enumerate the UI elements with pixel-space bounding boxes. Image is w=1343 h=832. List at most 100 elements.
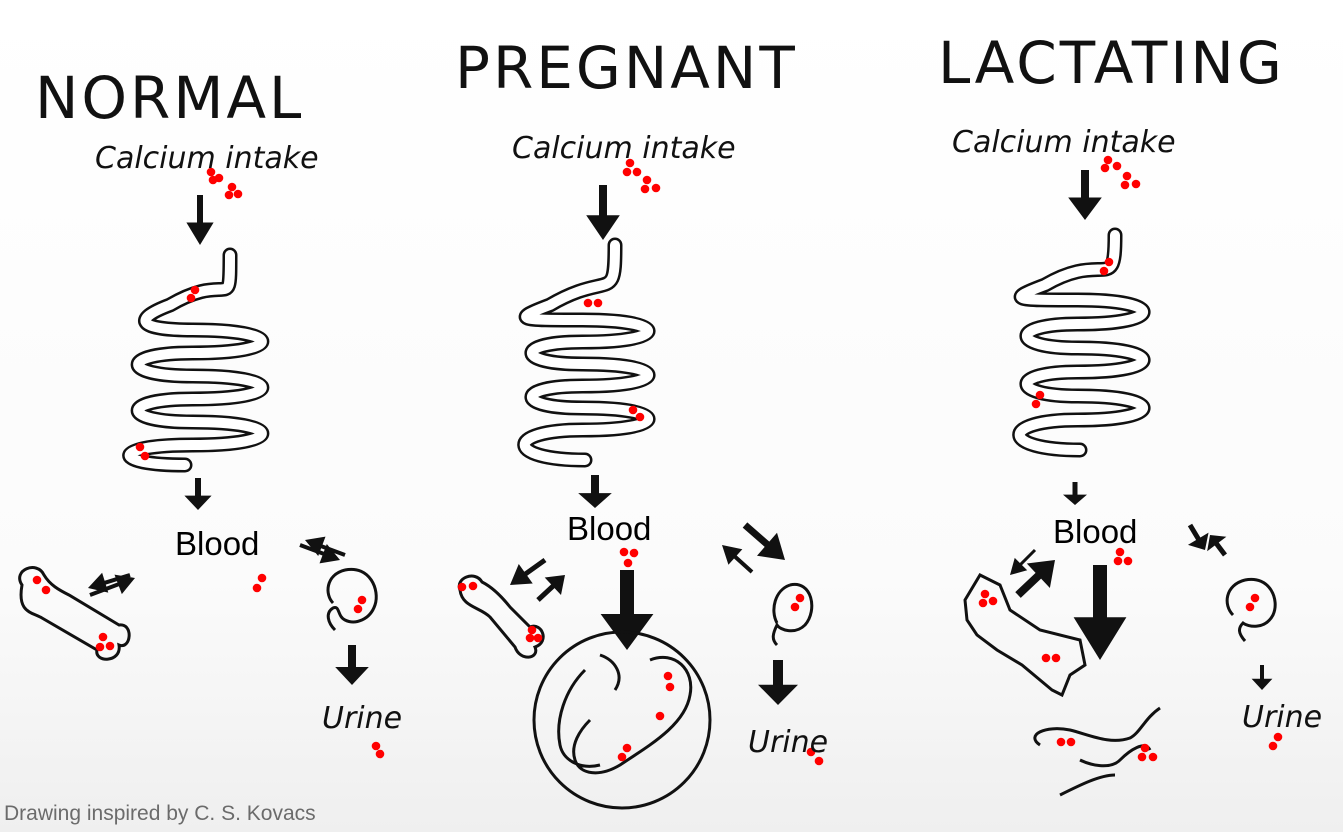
calcium-dot xyxy=(1051,653,1061,663)
calcium-dot xyxy=(625,158,635,168)
calcium-dot xyxy=(140,451,150,461)
organs xyxy=(18,566,1277,810)
calcium-dot xyxy=(371,741,381,751)
calcium-dot xyxy=(795,593,805,603)
calcium-dot xyxy=(206,167,216,177)
calcium-dot xyxy=(1268,741,1278,751)
intake-label-lactating: Calcium intake xyxy=(952,125,1176,160)
arrow-icon xyxy=(1073,565,1127,660)
arrow-icon xyxy=(510,557,547,585)
calcium-dot xyxy=(663,671,673,681)
calcium-dot xyxy=(1123,556,1133,566)
kidney-icon xyxy=(771,583,814,647)
calcium-dot xyxy=(651,183,661,193)
calcium-dot xyxy=(1104,257,1114,267)
arrow-icon xyxy=(586,185,620,240)
calcium-dot xyxy=(1250,593,1260,603)
calcium-dot xyxy=(640,184,650,194)
calcium-dot xyxy=(190,285,200,295)
calcium-dot xyxy=(1115,547,1125,557)
calcium-dot xyxy=(1066,737,1076,747)
intestine-inner xyxy=(1014,230,1148,455)
urine-label-pregnant: Urine xyxy=(748,725,828,760)
calcium-dot xyxy=(980,589,990,599)
arrow-icon xyxy=(578,475,612,508)
calcium-dot xyxy=(252,583,262,593)
calcium-dot xyxy=(1120,180,1130,190)
arrow-icon xyxy=(335,645,369,685)
bone-icon xyxy=(457,574,545,659)
bone-icon xyxy=(18,566,131,661)
calcium-dot xyxy=(468,581,478,591)
calcium-dot xyxy=(1112,161,1122,171)
arrow-icon xyxy=(1015,560,1055,598)
calcium-dot xyxy=(95,642,105,652)
uterus-icon xyxy=(532,630,712,810)
breastfeeding-icon xyxy=(1033,706,1161,797)
calcium-dot xyxy=(208,175,218,185)
arrow-icon xyxy=(1010,548,1037,575)
calcium-dot xyxy=(98,632,108,642)
calcium-dot xyxy=(527,625,537,635)
calcium-dot xyxy=(617,752,627,762)
arrow-icon xyxy=(1068,170,1102,220)
title-normal: NORMAL xyxy=(35,64,304,132)
arrow-icon xyxy=(89,574,135,597)
caption: Drawing inspired by C. S. Kovacs xyxy=(4,802,316,825)
kidney-icon xyxy=(326,567,378,632)
calcium-dot xyxy=(583,298,593,308)
calcium-dot xyxy=(814,756,824,766)
calcium-dot xyxy=(1140,743,1150,753)
calcium-dot xyxy=(593,298,603,308)
calcium-dot xyxy=(1273,732,1283,742)
calcium-dot xyxy=(1031,399,1041,409)
calcium-dot xyxy=(224,190,234,200)
arrow-icon xyxy=(600,570,654,650)
calcium-dot xyxy=(1113,556,1123,566)
calcium-dot xyxy=(619,547,629,557)
calcium-dot xyxy=(1137,752,1147,762)
calcium-dot xyxy=(186,293,196,303)
calcium-dot xyxy=(642,175,652,185)
calcium-dot xyxy=(233,189,243,199)
calcium-dot xyxy=(988,596,998,606)
calcium-dot xyxy=(806,747,816,757)
calcium-dot xyxy=(357,595,367,605)
urine-label-normal: Urine xyxy=(322,701,402,736)
urine-label-lactating: Urine xyxy=(1242,700,1322,735)
calcium-dot xyxy=(635,412,645,422)
calcium-dot xyxy=(457,582,467,592)
arrow-icon xyxy=(722,545,754,574)
arrow-icon xyxy=(186,195,214,245)
kidney-icon xyxy=(1225,577,1277,642)
intestine-inner xyxy=(519,240,653,465)
title-lactating: LACTATING xyxy=(938,29,1285,97)
arrow-icon xyxy=(742,522,785,560)
intake-label-normal: Calcium intake xyxy=(95,141,319,176)
blood-label-lactating: Blood xyxy=(1053,513,1137,550)
calcium-dot xyxy=(628,405,638,415)
calcium-dot xyxy=(1148,752,1158,762)
calcium-dot xyxy=(665,682,675,692)
calcium-dot xyxy=(1099,266,1109,276)
calcium-dot xyxy=(525,633,535,643)
calcium-dot xyxy=(1103,155,1113,165)
calcium-dot xyxy=(105,641,115,651)
calcium-dots xyxy=(32,155,1283,766)
title-pregnant: PREGNANT xyxy=(455,34,798,102)
arrow-icon xyxy=(1063,482,1087,505)
calcium-dot xyxy=(32,575,42,585)
calcium-dot xyxy=(375,749,385,759)
calcium-dot xyxy=(533,633,543,643)
calcium-dot xyxy=(1041,653,1051,663)
digestive-tracts xyxy=(122,227,1151,473)
intake-label-pregnant: Calcium intake xyxy=(512,131,736,166)
calcium-dot xyxy=(1122,171,1132,181)
arrows xyxy=(88,170,1273,705)
calcium-dot xyxy=(622,743,632,753)
calcium-dot xyxy=(622,167,632,177)
calcium-dot xyxy=(623,558,633,568)
bone-icon xyxy=(963,573,1087,698)
